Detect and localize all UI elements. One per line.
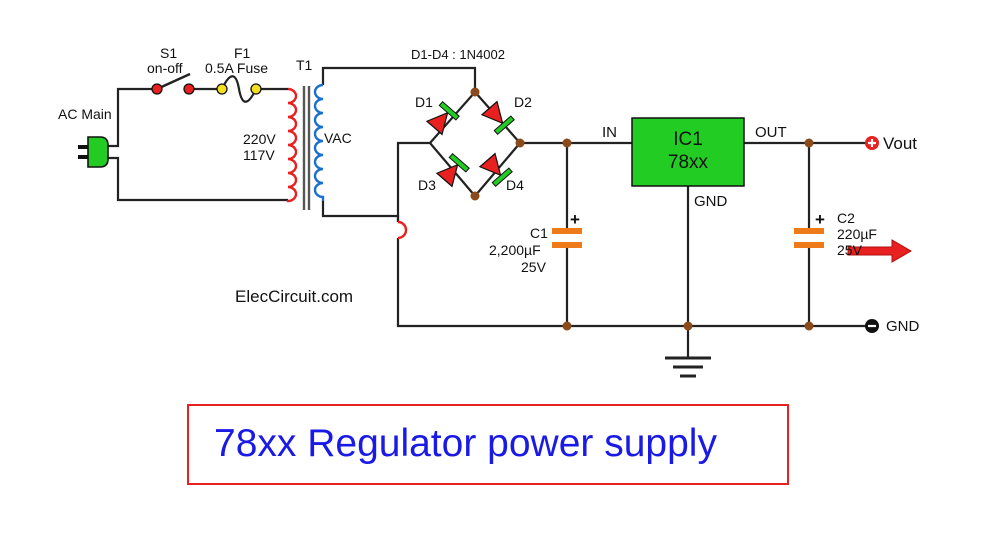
diode-d3 xyxy=(435,153,470,188)
capacitor-c2 xyxy=(794,228,824,248)
vout-terminal-icon xyxy=(865,136,879,150)
label-f1: F1 xyxy=(234,45,251,61)
label-primary-117v: 117V xyxy=(243,147,275,163)
transformer-t1 xyxy=(286,83,325,210)
label-ic-part: 78xx xyxy=(668,152,709,173)
transformer-primary-coil xyxy=(286,87,298,203)
junction-dot xyxy=(562,138,572,148)
output-arrow-icon xyxy=(847,239,912,263)
ac-plug-icon xyxy=(78,136,109,168)
label-c1-value: 2,200µF xyxy=(489,242,541,258)
junction-dot xyxy=(470,191,480,201)
label-ic-gnd: GND xyxy=(694,193,728,210)
label-s1: S1 xyxy=(160,45,177,61)
label-c2-value: 220µF xyxy=(837,226,877,242)
label-ic-in: IN xyxy=(602,124,617,141)
junction-dot xyxy=(470,87,480,97)
label-d1: D1 xyxy=(415,94,433,110)
watermark-text: ElecCircuit.com xyxy=(235,287,353,306)
label-ic-out: OUT xyxy=(755,124,787,141)
label-primary-220v: 220V xyxy=(243,131,276,147)
ground-icon xyxy=(665,356,711,378)
label-d3: D3 xyxy=(418,177,436,193)
label-diode-spec: D1-D4 : 1N4002 xyxy=(411,47,505,62)
fuse-terminal xyxy=(250,83,262,95)
label-c2: C2 xyxy=(837,210,855,226)
switch-terminal xyxy=(151,83,163,95)
title-banner xyxy=(187,404,789,485)
fuse-terminal xyxy=(216,83,228,95)
label-f1-desc: 0.5A Fuse xyxy=(205,60,268,76)
label-t1: T1 xyxy=(296,57,313,73)
gnd-terminal-icon xyxy=(865,319,879,333)
diode-d4 xyxy=(478,152,513,187)
switch-terminal xyxy=(183,83,195,95)
junction-dot xyxy=(515,138,525,148)
junction-dot xyxy=(804,321,814,331)
capacitor-c1 xyxy=(552,228,582,248)
label-ic-name: IC1 xyxy=(673,129,703,150)
label-vac: VAC xyxy=(324,130,352,146)
switch-s1 xyxy=(151,72,195,95)
junction-dots xyxy=(470,87,814,331)
junction-dot xyxy=(804,138,814,148)
label-c2-voltage: 25V xyxy=(837,242,863,258)
junction-dot xyxy=(562,321,572,331)
label-c2-plus: + xyxy=(815,210,825,229)
label-ac-main: AC Main xyxy=(58,106,112,122)
ic1-regulator xyxy=(631,117,745,187)
diode-d1 xyxy=(425,101,460,136)
fuse-f1 xyxy=(216,75,262,103)
transformer-secondary-coil xyxy=(313,83,325,201)
label-c1: C1 xyxy=(530,225,548,241)
label-c1-plus: + xyxy=(570,210,580,229)
label-d2: D2 xyxy=(514,94,532,110)
diode-d2 xyxy=(480,100,515,135)
label-vout: Vout xyxy=(883,134,917,153)
wire-crossing-hop xyxy=(397,220,408,240)
label-s1-desc: on-off xyxy=(147,60,183,76)
label-gnd: GND xyxy=(886,318,920,335)
page-title: 78xx Regulator power supply xyxy=(214,422,717,465)
label-c1-voltage: 25V xyxy=(521,259,547,275)
label-d4: D4 xyxy=(506,177,524,193)
junction-dot xyxy=(683,321,693,331)
